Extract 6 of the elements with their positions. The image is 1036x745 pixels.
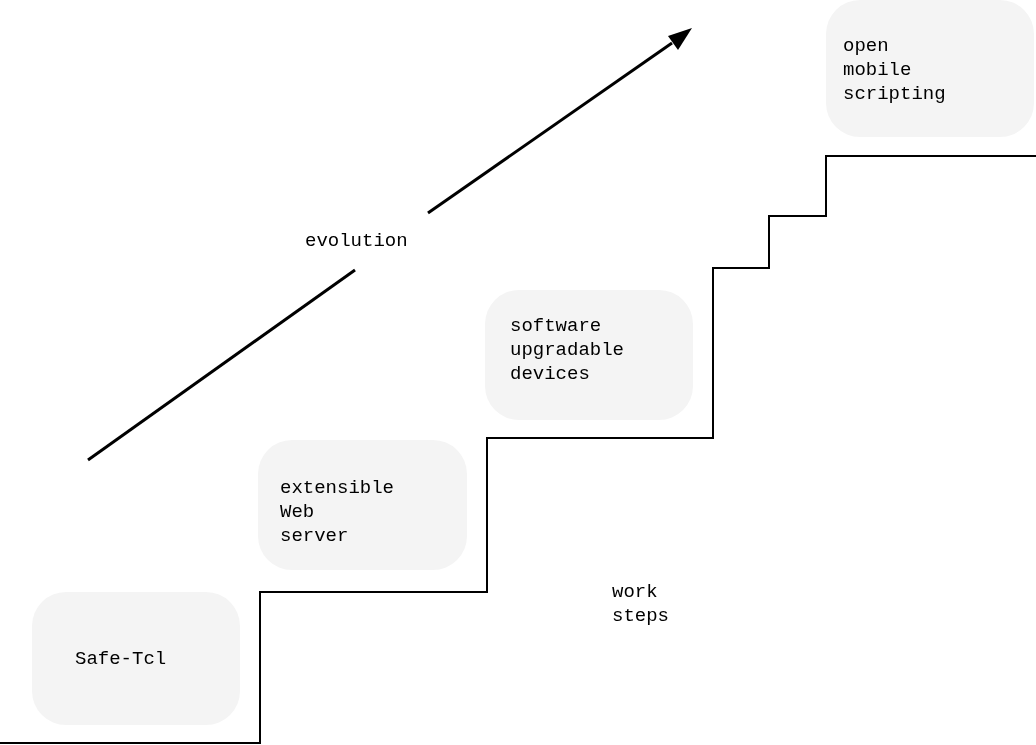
box-label: software upgradable devices [510,314,626,386]
box-label: Safe-Tcl [75,646,167,671]
annotation-text: work steps [612,580,670,628]
box-label: extensible Web server [280,476,396,548]
box-label: open mobile scripting [843,34,947,106]
annotation-text: evolution [305,229,409,253]
